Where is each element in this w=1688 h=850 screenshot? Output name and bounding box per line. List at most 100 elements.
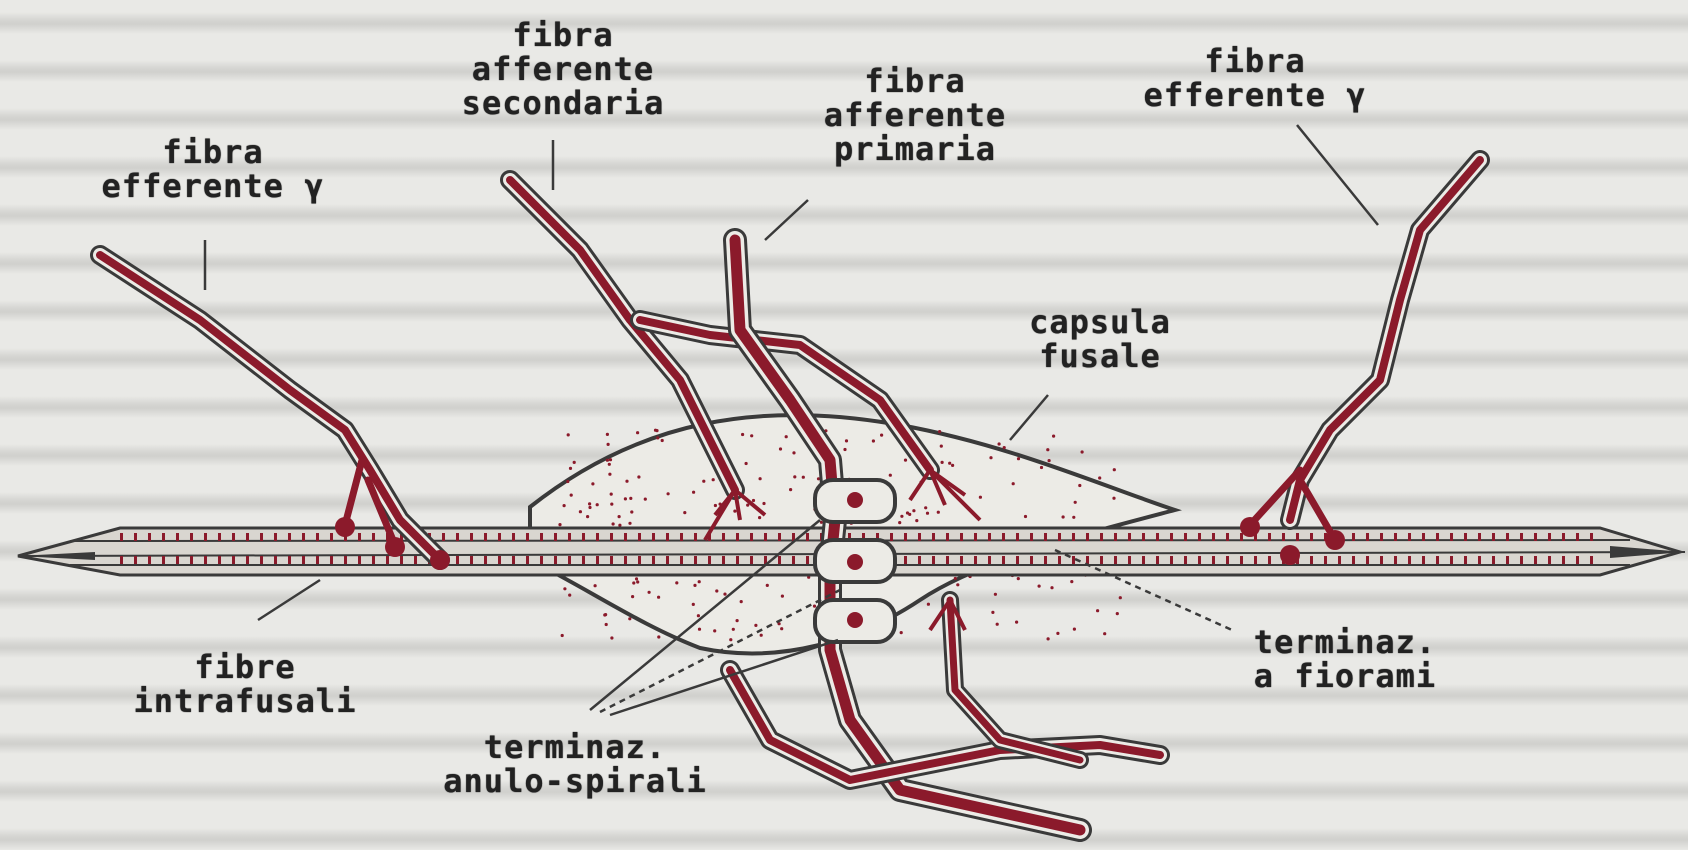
striation-mark [260, 556, 263, 564]
striation-mark [148, 533, 151, 541]
stipple-dot [1062, 515, 1065, 518]
striation-mark [792, 556, 795, 564]
stipple-dot [573, 461, 576, 464]
stipple-dot [692, 603, 695, 606]
striation-mark [260, 533, 263, 541]
stipple-dot [635, 577, 638, 580]
stipple-dot [736, 619, 739, 622]
striation-mark [666, 533, 669, 541]
striation-mark [148, 556, 151, 564]
striation-mark [904, 533, 907, 541]
striation-mark [1198, 556, 1201, 564]
stipple-dot [951, 464, 954, 467]
stipple-dot [954, 577, 957, 580]
stipple-dot [741, 433, 744, 436]
striation-mark [1576, 556, 1579, 564]
stipple-dot [697, 614, 700, 617]
striation-mark [274, 533, 277, 541]
stipple-dot [631, 595, 634, 598]
striation-mark [1562, 556, 1565, 564]
striation-mark [1548, 533, 1551, 541]
striation-mark [512, 556, 515, 564]
stipple-dot [1012, 482, 1015, 485]
stipple-dot [900, 515, 903, 518]
stipple-dot [1003, 446, 1006, 449]
stipple-dot [610, 636, 613, 639]
striation-mark [484, 556, 487, 564]
striation-mark [1450, 556, 1453, 564]
label-line: intrafusali [100, 684, 390, 718]
striation-mark [568, 556, 571, 564]
stipple-dot [612, 522, 615, 525]
stipple-dot [588, 502, 591, 505]
label-line: efferente γ [1120, 78, 1390, 112]
stipple-dot [603, 613, 606, 616]
striation-mark [1030, 556, 1033, 564]
striation-mark [652, 533, 655, 541]
striation-mark [750, 533, 753, 541]
label-annulospiral-endings: terminaz. anulo-spirali [395, 730, 755, 798]
label-line: a fiorami [1225, 659, 1465, 693]
label-left-gamma-efferent: fibra efferente γ [78, 135, 348, 203]
striation-mark [372, 556, 375, 564]
striation-mark [1184, 533, 1187, 541]
stipple-dot [845, 439, 848, 442]
striation-mark [946, 556, 949, 564]
striation-mark [1128, 533, 1131, 541]
stipple-dot [563, 504, 566, 507]
label-intrafusal-fibers: fibre intrafusali [100, 650, 390, 718]
striation-mark [1156, 556, 1159, 564]
stipple-dot [732, 628, 735, 631]
striation-mark [1058, 533, 1061, 541]
striation-mark [1380, 556, 1383, 564]
striation-mark [176, 556, 179, 564]
striation-mark [960, 556, 963, 564]
striation-mark [330, 533, 333, 541]
stipple-dot [1052, 435, 1055, 438]
stipple-dot [608, 473, 611, 476]
label-line: afferente [418, 52, 708, 86]
striation-mark [1170, 556, 1173, 564]
striation-mark [1058, 556, 1061, 564]
striation-mark [1436, 533, 1439, 541]
striation-mark [204, 533, 207, 541]
striation-mark [722, 533, 725, 541]
striation-mark [554, 556, 557, 564]
stipple-dot [579, 510, 582, 513]
striation-mark [1352, 533, 1355, 541]
stipple-dot [1017, 457, 1020, 460]
striation-mark [316, 533, 319, 541]
stipple-dot [636, 580, 639, 583]
striation-mark [918, 556, 921, 564]
left-gamma-efferent-fiber [100, 255, 450, 570]
striation-mark [1338, 556, 1341, 564]
striation-mark [680, 533, 683, 541]
stipple-dot [998, 442, 1001, 445]
stipple-dot [567, 433, 570, 436]
striation-mark [932, 556, 935, 564]
stipple-dot [750, 434, 753, 437]
striation-mark [778, 556, 781, 564]
striation-mark [1212, 556, 1215, 564]
stipple-dot [927, 603, 930, 606]
stipple-dot [1070, 580, 1073, 583]
stipple-dot [693, 584, 696, 587]
stipple-dot [745, 462, 748, 465]
striation-mark [638, 556, 641, 564]
label-line: terminaz. [1225, 625, 1465, 659]
stipple-dot [594, 584, 597, 587]
stipple-dot [924, 506, 927, 509]
striation-mark [218, 533, 221, 541]
stipple-dot [702, 480, 705, 483]
striation-mark [1492, 556, 1495, 564]
striation-mark [764, 533, 767, 541]
stipple-dot [1015, 621, 1018, 624]
label-line: capsula [1000, 305, 1200, 339]
striation-mark [1240, 556, 1243, 564]
stipple-dot [608, 463, 611, 466]
striation-mark [1016, 533, 1019, 541]
stipple-dot [938, 430, 941, 433]
stipple-dot [979, 496, 982, 499]
striation-mark [1520, 533, 1523, 541]
